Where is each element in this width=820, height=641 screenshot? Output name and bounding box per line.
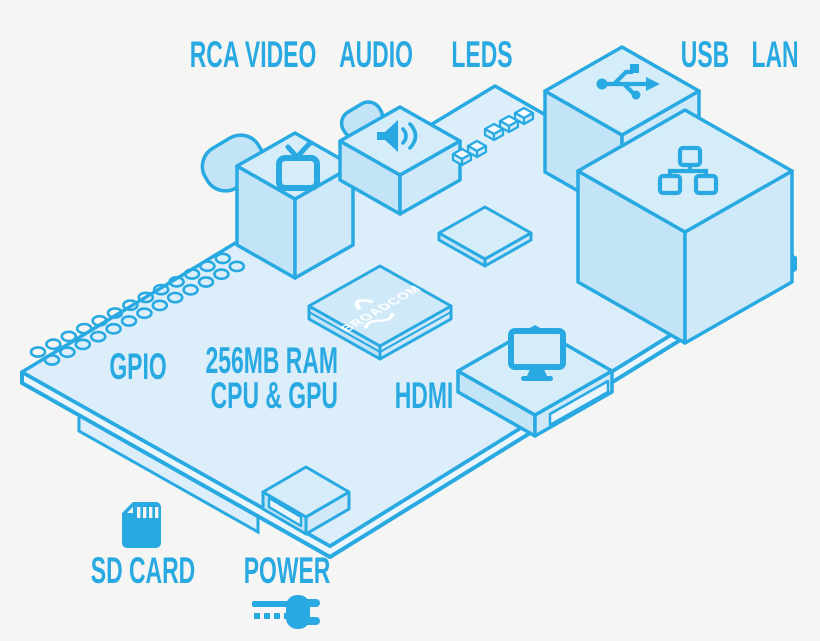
small-chip (437, 205, 533, 268)
label-power: POWER (244, 549, 331, 591)
label-leds: LEDS (451, 33, 512, 75)
speaker-icon (377, 120, 418, 152)
hdmi-port-slot (548, 379, 610, 427)
label-audio: AUDIO (339, 33, 413, 75)
label-sd-card: SD CARD (91, 549, 195, 591)
audio-block (338, 105, 462, 216)
label-rca-video: RCA VIDEO (190, 33, 317, 75)
label-cpu: CPU & GPU (211, 374, 338, 416)
hdmi-block (456, 325, 614, 438)
lan-block (576, 108, 794, 345)
rca-video-block (235, 131, 355, 280)
power-port-slot (267, 496, 303, 528)
power-plug-icon (252, 595, 320, 629)
label-memory: 256MB RAM (206, 339, 338, 381)
tv-icon (276, 140, 320, 191)
lan-icon (657, 145, 719, 196)
broadcom-chip: BROADCOM (307, 264, 453, 361)
monitor-icon (508, 328, 566, 381)
label-hdmi: HDMI (395, 374, 454, 416)
label-lan: LAN (751, 33, 798, 75)
label-gpio: GPIO (109, 345, 166, 387)
power-connector-block (261, 465, 351, 536)
usb-icon (596, 64, 660, 100)
sd-card-icon (122, 502, 161, 548)
label-usb: USB (681, 33, 729, 75)
